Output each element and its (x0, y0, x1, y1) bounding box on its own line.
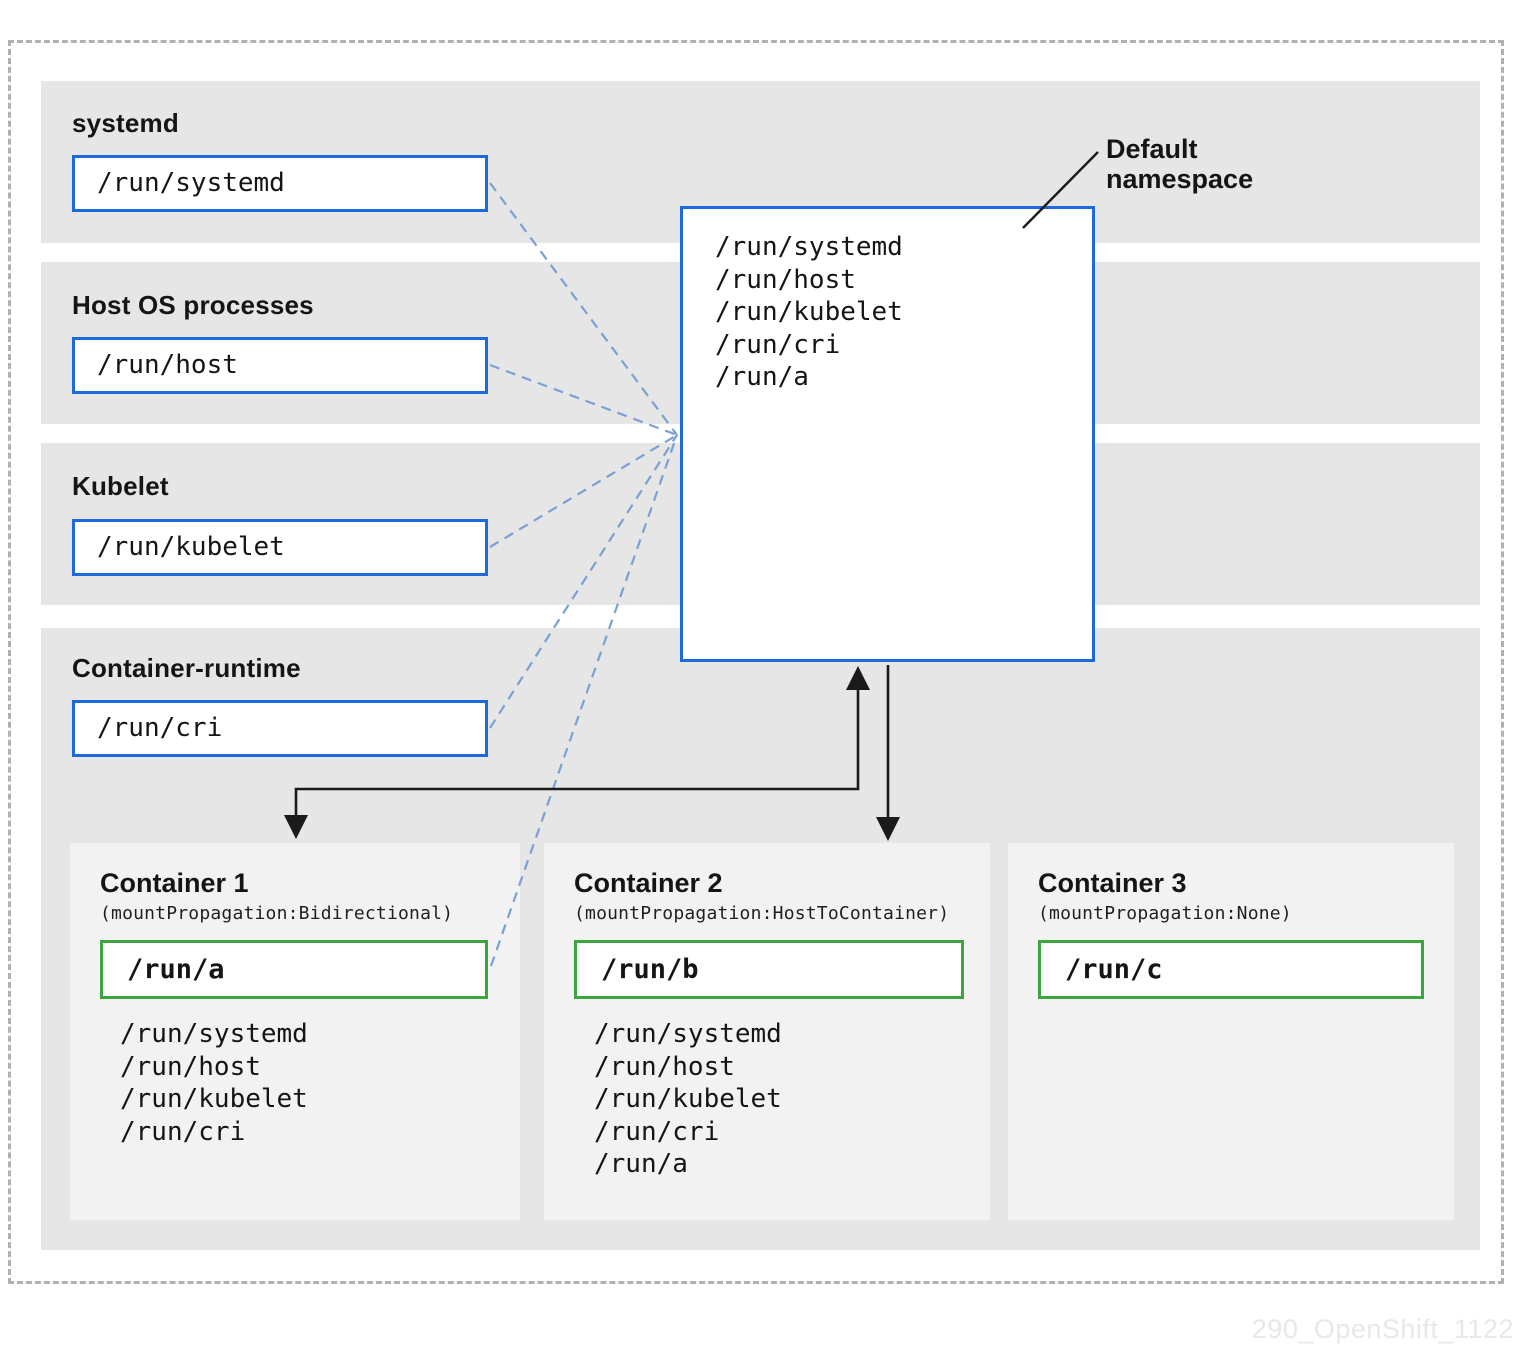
propagated-mount: /run/kubelet (594, 1084, 782, 1114)
propagated-mount: /run/host (120, 1051, 261, 1082)
container-1-propagated-list: /run/systemd /run/host /run/kubelet /run… (120, 1018, 308, 1148)
namespace-mount: /run/kubelet (715, 297, 903, 327)
container-1-title: Container 1 (100, 868, 249, 898)
mount-box-kubelet: /run/kubelet (72, 519, 488, 576)
page-border (8, 40, 1504, 1284)
container-3-mount-box: /run/c (1038, 940, 1424, 999)
container-1-mount-box: /run/a (100, 940, 488, 999)
mount-box-host: /run/host (72, 337, 488, 394)
label-container-runtime: Container-runtime (72, 653, 301, 683)
label-systemd: systemd (72, 108, 179, 138)
container-2-mount-box: /run/b (574, 940, 964, 999)
mount-box-cri: /run/cri (72, 700, 488, 757)
namespace-mount: /run/cri (715, 329, 841, 360)
default-namespace-label-line2: namespace (1106, 164, 1254, 194)
propagated-mount: /run/cri (120, 1116, 246, 1147)
namespace-mount-list: /run/systemd /run/host /run/kubelet /run… (683, 209, 1092, 394)
container-2-panel: Container 2 (mountPropagation:HostToCont… (544, 843, 990, 1220)
container-3-panel: Container 3 (mountPropagation:None) /run… (1008, 843, 1454, 1220)
propagated-mount: /run/kubelet (120, 1084, 308, 1114)
container-2-title: Container 2 (574, 868, 723, 898)
container-1-subtitle: (mountPropagation:Bidirectional) (100, 903, 454, 924)
propagated-mount: /run/a (594, 1149, 688, 1179)
namespace-mount: /run/host (715, 264, 856, 295)
default-namespace-label-line1: Default (1106, 134, 1198, 164)
container-1-panel: Container 1 (mountPropagation:Bidirectio… (70, 843, 520, 1220)
default-namespace-box: /run/systemd /run/host /run/kubelet /run… (680, 206, 1095, 662)
default-namespace-label: Default namespace (1106, 134, 1253, 194)
propagated-mount: /run/systemd (120, 1019, 308, 1049)
container-3-title: Container 3 (1038, 868, 1187, 898)
label-host-os: Host OS processes (72, 290, 314, 320)
label-kubelet: Kubelet (72, 471, 169, 501)
mount-box-systemd: /run/systemd (72, 155, 488, 212)
container-3-subtitle: (mountPropagation:None) (1038, 903, 1292, 924)
namespace-mount: /run/systemd (715, 232, 903, 262)
watermark: 290_OpenShift_1122 (1251, 1314, 1514, 1344)
propagated-mount: /run/cri (594, 1116, 720, 1147)
container-2-subtitle: (mountPropagation:HostToContainer) (574, 903, 950, 924)
propagated-mount: /run/systemd (594, 1019, 782, 1049)
namespace-mount: /run/a (715, 362, 809, 392)
container-2-propagated-list: /run/systemd /run/host /run/kubelet /run… (594, 1018, 782, 1181)
propagated-mount: /run/host (594, 1051, 735, 1082)
